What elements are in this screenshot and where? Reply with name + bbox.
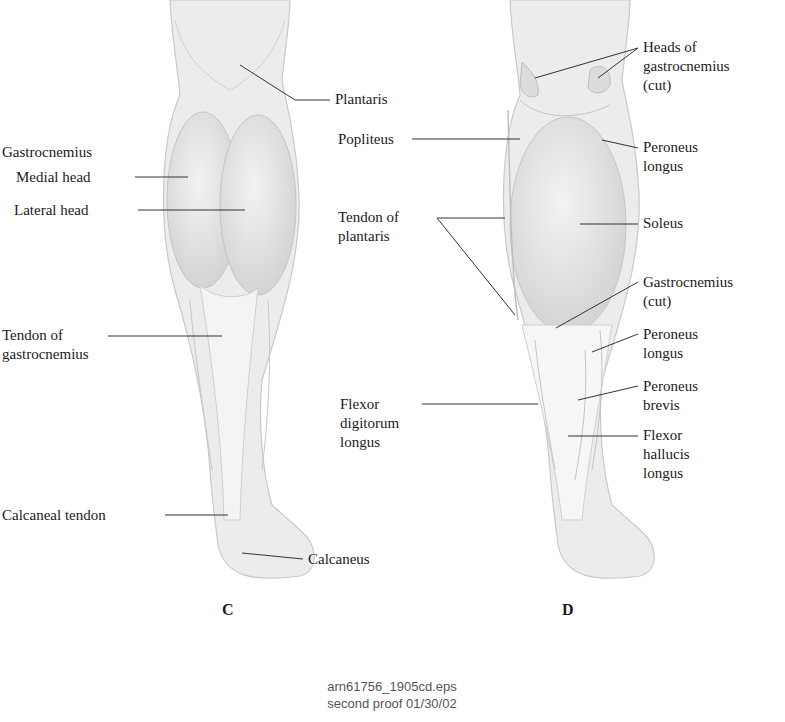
muscle-label: Peroneus longus [643,138,733,176]
leg-posterior-deep [504,0,655,578]
part-label: Medial head [16,168,91,187]
muscle-label: Gastrocnemius [2,143,92,162]
muscle-label: Peroneus brevis [643,377,733,415]
muscle-label: Flexor hallucis longus [643,426,728,483]
bone-label: Calcaneus [308,550,370,569]
file-note: arn61756_1905cd.eps [242,678,542,695]
muscle-label: Heads of gastrocnemius (cut) [643,38,753,95]
panel-letter: C [222,600,234,619]
file-note: second proof 01/30/02 [242,695,542,712]
muscle-label: Soleus [643,214,683,233]
muscle-label: Flexor digitorum longus [340,395,425,452]
leader-lines [108,48,638,559]
part-label: Lateral head [14,201,89,220]
muscle-label: Popliteus [338,130,394,149]
tendon-label: Tendon of plantaris [338,208,433,246]
panel-letter: D [562,600,574,619]
tendon-label: Calcaneal tendon [2,506,106,525]
tendon-label: Tendon of gastrocnemius [2,326,112,364]
leg-posterior-superficial [164,0,315,578]
muscle-label: Peroneus longus [643,325,733,363]
muscle-label: Gastrocnemius (cut) [643,273,758,311]
muscle-label: Plantaris [335,90,388,109]
